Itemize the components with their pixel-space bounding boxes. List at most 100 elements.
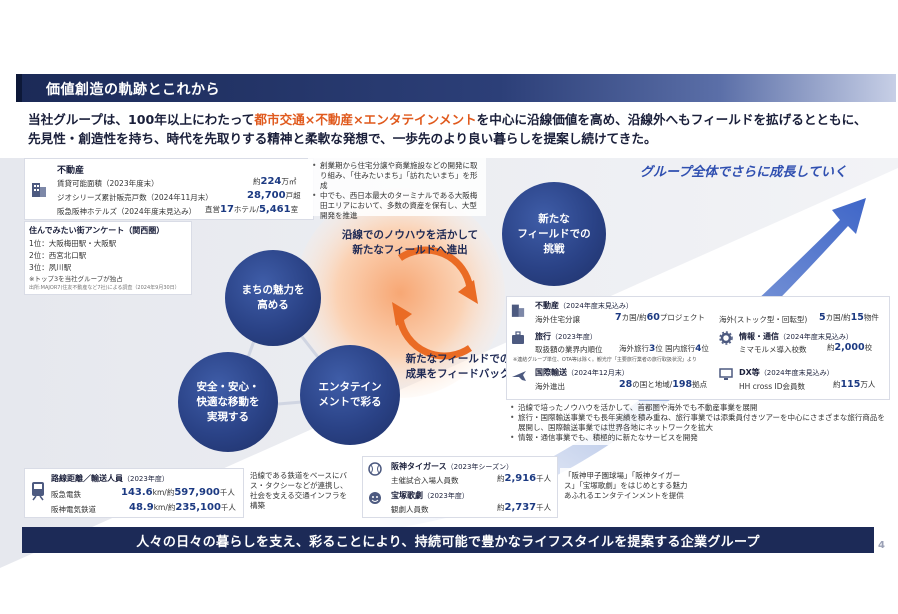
transport-r1-v1: 143.6: [121, 487, 153, 498]
takarazuka-title: 宝塚歌劇: [391, 491, 423, 500]
circle-entertainment: エンタテイン メントで彩る: [300, 345, 400, 445]
new-field-notes: 沿線で培ったノウハウを活かして、首都圏や海外でも不動産事業を展開 旅行・国際輸送…: [506, 401, 890, 445]
transport-r1-label: 阪急電鉄: [51, 490, 81, 499]
nf-dx-sub: （2024年度末見込み）: [759, 369, 834, 377]
building-icon: [32, 183, 46, 197]
ranking-source: 出所:MAJOR7(住友不動産など7社)による調査（2024年9月30日）: [29, 285, 180, 291]
ranking-note: ※トップ3を当社グループが独占: [29, 275, 123, 283]
intro-line1-a: 当社グループは、100年以上にわたって: [28, 112, 255, 127]
nf-note-1: 沿線で培ったノウハウを活かして、首都圏や海外でも不動産事業を展開: [510, 403, 886, 413]
ranking-item-3: 3位：夙川駅: [29, 263, 72, 272]
realestate-r3-label: 阪急阪神ホテルズ（2024年度末見込み）: [57, 207, 197, 216]
gear-icon: [719, 331, 733, 345]
transport-r2-v1: 48.9: [129, 502, 154, 513]
realestate-note: 創業期から住宅分譲や商業施設などの開発に取り組み、「住みたいまち」「訪れたいまち…: [308, 158, 486, 220]
nf-travel-label: 取扱額の業界内順位: [535, 345, 603, 354]
unit: プロジェクト: [659, 313, 705, 322]
nf-realestate-r1-v2: 60: [646, 312, 660, 323]
transport-note: 沿線である鉄道をベースにバス・タクシーなどが連携し、社会を支える交通インフラを構…: [246, 468, 354, 518]
prefix: 約: [253, 177, 261, 186]
train-icon: [32, 482, 44, 501]
nf-dx-value: 115: [840, 379, 861, 390]
transport-title: 路線距離／輸送人員: [51, 474, 123, 483]
page-title: 価値創造の軌跡とこれから: [46, 82, 220, 98]
nf-realestate-r2-label: 海外(ストック型・回転型): [719, 315, 808, 324]
tigers-title: 阪神タイガース: [391, 462, 447, 471]
theater-icon: [369, 492, 381, 504]
entertainment-card: 阪神タイガース（2023年シーズン） 主催試合入場人員数 約2,916千人 宝塚…: [362, 456, 558, 518]
intro-text: 当社グループは、100年以上にわたって都市交通×不動産×エンタテインメントを中心…: [28, 110, 888, 148]
realestate-note-1: 創業期から住宅分譲や商業施設などの開発に取り組み、「住みたいまち」「訪れたいまち…: [312, 161, 482, 191]
cycle-arrow-top-head: [458, 280, 478, 304]
unit: 万㎡: [281, 177, 297, 186]
page-number: 4: [878, 540, 885, 551]
unit: km/約: [152, 488, 175, 497]
unit: 位: [701, 344, 709, 353]
unit: 室: [290, 205, 299, 214]
cycle-text-bottom: 新たなフィールドでの 成果をフィードバック: [405, 353, 511, 380]
realestate-note-2: 中でも、西日本最大のターミナルである大阪梅田エリアにおいて、多数の資産を保有し、…: [312, 191, 482, 221]
nf-info-sub: （2024年度末見込み）: [779, 333, 853, 341]
header-accent: [16, 74, 22, 102]
nf-realestate-r1-v1: 7: [615, 312, 622, 323]
nf-travel-r2-value: 4: [695, 344, 702, 354]
unit: ホテル/: [233, 205, 259, 214]
nf-dx-title: DX等: [739, 368, 760, 377]
realestate-r2-value: 28,700: [247, 190, 286, 201]
nf-info-value: 2,000: [834, 342, 865, 353]
nf-realestate-sub: （2024年度末見込み）: [559, 302, 633, 310]
circle-new-field: 新たな フィールドでの 挑戦: [502, 182, 606, 286]
intro-line2: 先見性・創造性を持ち、時代を先取りする精神と柔軟な発想で、一歩先のより良い暮らし…: [28, 131, 657, 146]
unit: カ国/約: [621, 313, 647, 322]
prefix: 約: [497, 474, 505, 483]
nf-realestate-r2-v2: 15: [850, 312, 864, 323]
transport-sub: （2023年度）: [123, 475, 169, 483]
nf-travel-title: 旅行: [535, 332, 551, 341]
nf-note-2: 旅行・国際輸送事業でも長年実績を積み重ね、旅行事業では添乗員付きツアーを中心にさ…: [510, 413, 886, 433]
realestate-title: 不動産: [57, 166, 85, 176]
nf-intl-label: 海外進出: [535, 382, 565, 391]
nf-travel-r1-label: 海外旅行: [619, 344, 649, 353]
baseball-icon: [368, 462, 382, 476]
cycle-text-top: 沿線でのノウハウを活かして 新たなフィールドへ進出: [341, 229, 479, 256]
header-bar: [16, 74, 896, 102]
nf-intl-v2: 198: [672, 379, 693, 390]
realestate-card: 不動産 賃貸可能面積（2023年度末） 約224万㎡ ジオシリーズ累計販売戸数（…: [24, 158, 314, 220]
unit: km/約: [153, 503, 176, 512]
tigers-value: 2,916: [504, 473, 537, 484]
realestate-r1-label: 賃貸可能面積（2023年度末）: [57, 179, 159, 188]
nf-travel-r1-value: 3: [649, 344, 656, 354]
nf-note-3: 情報・通信事業でも、積極的に新たなサービスを開発: [510, 433, 886, 443]
nf-travel-r2-label: 国内旅行: [665, 344, 696, 353]
ranking-card: 住んでみたい街アンケート（関西圏） 1位：大阪梅田駅・大阪駅 2位：西宮北口駅 …: [24, 221, 192, 295]
ranking-title: 住んでみたい街アンケート（関西圏）: [29, 226, 165, 235]
realestate-r3-value1: 17: [220, 204, 234, 215]
unit: 千人: [220, 503, 236, 512]
building-icon: [511, 304, 525, 317]
intro-line1-b: を中心に沿線価値を高め、沿線外へもフィールドを拡げるとともに、: [476, 112, 867, 127]
tigers-label: 主催試合入場人員数: [391, 476, 459, 485]
cycle-arrow-bottom: [396, 317, 472, 360]
airplane-icon: [512, 371, 526, 381]
unit: 千人: [536, 503, 552, 512]
entertainment-note: 「阪神甲子園球場」「阪神タイガース」「宝塚歌劇」をはじめとする魅力あふれるエンタ…: [560, 468, 692, 518]
ranking-item-1: 1位：大阪梅田駅・大阪駅: [29, 239, 117, 248]
takarazuka-label: 観劇人員数: [391, 505, 429, 514]
nf-realestate-r2-v1: 5: [819, 312, 826, 323]
unit: 戸超: [285, 191, 301, 200]
prefix: 約: [833, 380, 841, 389]
ranking-item-2: 2位：西宮北口駅: [29, 251, 87, 260]
prefix: 約: [827, 343, 835, 352]
unit: 位: [655, 344, 663, 353]
unit: の国と地域/: [632, 380, 673, 389]
nf-realestate-r1-label: 海外住宅分譲: [535, 315, 580, 324]
nf-travel-sub: （2023年度）: [551, 333, 597, 341]
nf-intl-v1: 28: [619, 379, 633, 390]
takarazuka-value: 2,737: [504, 502, 537, 513]
unit: カ国/約: [825, 313, 851, 322]
unit: 千人: [219, 488, 235, 497]
suitcase-icon: [512, 331, 524, 344]
nf-travel-note: ※連結グループ単位、OTA等は除く。観光庁「主要旅行業者の旅行取扱状況」より: [513, 357, 697, 363]
nf-realestate-title: 不動産: [535, 301, 559, 310]
unit: 拠点: [692, 380, 708, 389]
